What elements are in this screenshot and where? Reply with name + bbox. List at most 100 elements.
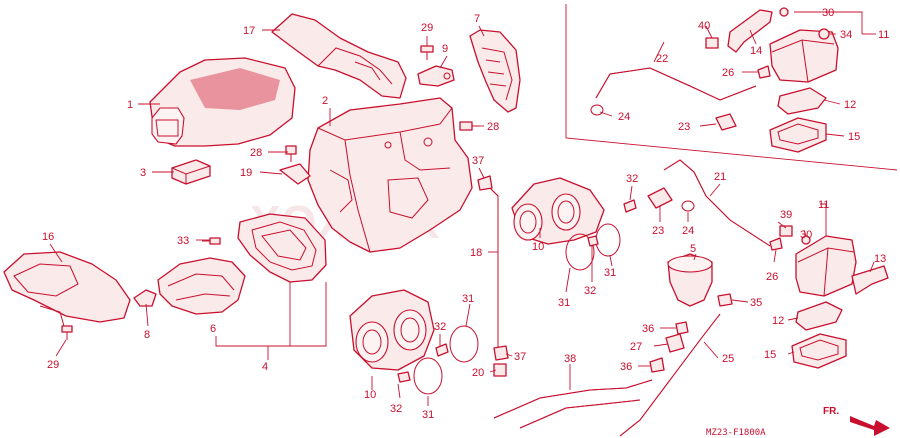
callout-24-inset: 24 (618, 111, 630, 123)
callout-labels: 17 1 3 2 29 9 7 28 28 19 33 16 8 6 4 29 … (42, 7, 889, 438)
bolt-29-lower (61, 325, 73, 340)
washer-30-inset (779, 7, 789, 17)
carburetor-insulator-lower (349, 289, 435, 371)
hose-clamp-31-d (413, 357, 443, 395)
callout-3: 3 (140, 167, 146, 179)
callout-5: 5 (690, 243, 696, 255)
clip-35 (717, 293, 733, 307)
callout-9: 9 (442, 43, 448, 55)
clip-26-right (769, 237, 783, 251)
callout-21: 21 (714, 171, 726, 183)
callout-16: 16 (42, 231, 54, 243)
callout-27: 27 (630, 341, 642, 353)
callout-17: 17 (243, 25, 255, 37)
side-air-duct (3, 251, 131, 327)
plug-20 (493, 363, 507, 377)
bolt-33 (202, 237, 221, 245)
ring-24-center (681, 200, 695, 212)
callout-24-center: 24 (682, 225, 694, 237)
callout-10-upper: 10 (532, 241, 544, 253)
callout-26-inset: 26 (722, 67, 734, 79)
carburetor-insulator-upper (511, 177, 605, 245)
drawing-code: MZ23-F1800A (706, 428, 766, 438)
nut-34 (818, 28, 830, 40)
callout-20: 20 (472, 367, 484, 379)
callout-28-left: 28 (250, 147, 262, 159)
callout-31-a: 31 (558, 297, 570, 309)
callout-25: 25 (722, 353, 734, 365)
hose-38 (493, 379, 653, 429)
callout-23-center: 23 (652, 225, 664, 237)
joint-27 (665, 333, 685, 353)
clamp-23-inset (715, 113, 737, 131)
hose-22 (595, 67, 757, 101)
bracket-19 (279, 163, 311, 185)
breather-fitting (417, 65, 455, 87)
callout-30-right: 30 (800, 229, 812, 241)
callout-29-upper: 29 (421, 22, 433, 34)
callout-32-c: 32 (434, 321, 446, 333)
callout-12-inset: 12 (844, 99, 856, 111)
callout-22: 22 (656, 53, 668, 65)
callout-13: 13 (874, 253, 886, 265)
hose-21 (663, 159, 771, 247)
clamp-23-center (647, 187, 673, 209)
callout-40: 40 (698, 20, 710, 32)
air-cleaner-cover (149, 57, 296, 147)
callout-34: 34 (840, 29, 852, 41)
seal-12-right (795, 301, 843, 331)
bolt-40 (705, 37, 719, 49)
callout-35: 35 (750, 297, 762, 309)
cover-15-right (791, 333, 847, 369)
callout-37-lower: 37 (514, 351, 526, 363)
hose-clamp-31-b (595, 223, 621, 257)
duct-clip (133, 289, 157, 307)
drain-funnel (667, 253, 713, 307)
bolt-39 (779, 225, 793, 237)
callout-32-d: 32 (390, 403, 402, 415)
seal-12-inset (777, 87, 827, 115)
callout-12-right: 12 (772, 315, 784, 327)
bolt-28-left (285, 145, 297, 162)
callout-8: 8 (144, 329, 150, 341)
callout-39: 39 (780, 209, 792, 221)
callout-32-a: 32 (626, 173, 638, 185)
screw-32-b (587, 235, 599, 247)
callout-26-right: 26 (766, 271, 778, 283)
clip-36-lower (649, 357, 665, 373)
intake-funnel (157, 257, 246, 315)
cover-15-inset (769, 117, 827, 153)
clip-37-upper (477, 175, 493, 191)
callout-36-lower: 36 (620, 361, 632, 373)
callout-2: 2 (322, 95, 328, 107)
valve-assembly-inset (769, 29, 839, 83)
callout-15-right: 15 (764, 349, 776, 361)
callout-11-right: 11 (818, 199, 829, 211)
drain-tube (487, 185, 499, 350)
breather-case (469, 29, 521, 113)
air-duct-cover (271, 13, 407, 99)
hose-clamp-31-c (449, 325, 479, 363)
callout-37-upper: 37 (472, 155, 484, 167)
leader-lines (49, 11, 876, 406)
bracket-13 (851, 265, 889, 295)
front-direction-label: FR. (823, 406, 839, 417)
callout-19: 19 (240, 167, 252, 179)
front-direction-arrow: FR. (823, 406, 890, 436)
valve-assembly-right (795, 235, 857, 297)
callout-32-b: 32 (584, 285, 596, 297)
callout-33: 33 (177, 235, 189, 247)
clip-37-lower (493, 345, 509, 361)
callout-4: 4 (262, 361, 268, 373)
screw-32-d (397, 371, 411, 383)
callout-38: 38 (564, 353, 576, 365)
hose-clamp-31-a (565, 233, 595, 271)
clip-36-upper (675, 321, 689, 335)
callout-31-c: 31 (462, 293, 474, 305)
hose-25 (619, 313, 721, 437)
callout-28-right: 28 (487, 121, 499, 133)
clip-26-inset (757, 65, 771, 79)
seal-pad (171, 159, 211, 185)
callout-23-inset: 23 (678, 121, 690, 133)
